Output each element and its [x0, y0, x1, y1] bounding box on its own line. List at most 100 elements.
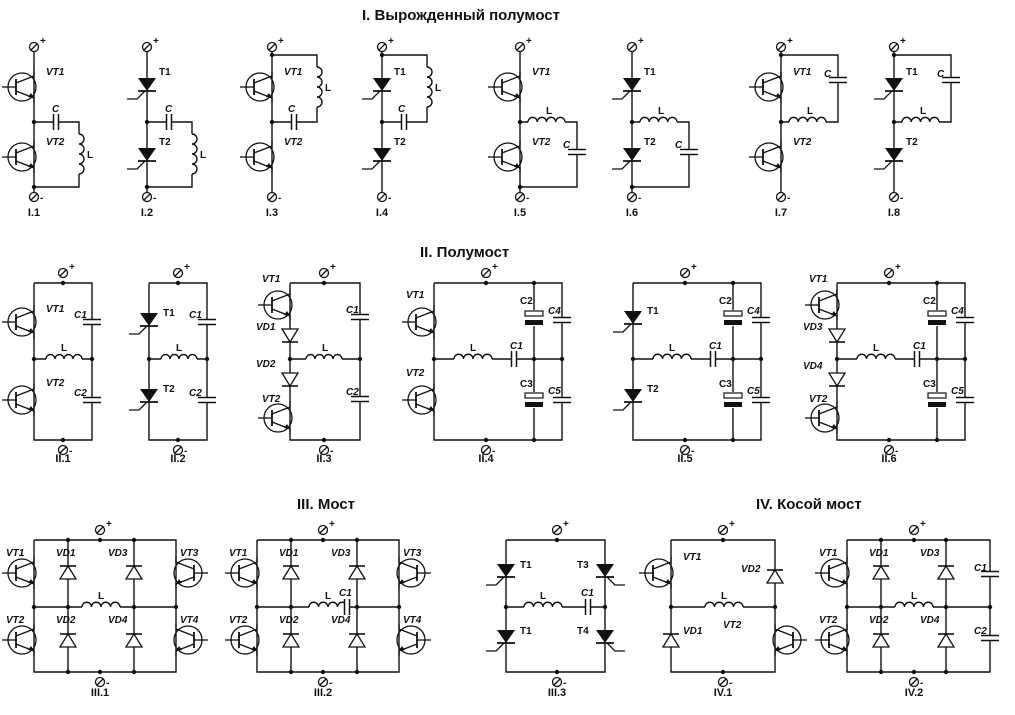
diode-label: VD3 — [331, 548, 351, 559]
thyristor-icon — [612, 148, 641, 170]
switch-label: VT1 — [6, 548, 25, 559]
negative-terminal-icon: - — [172, 444, 187, 457]
switch-label: VT4 — [180, 615, 199, 626]
junction-dot — [31, 184, 37, 190]
positive-terminal-icon: + — [376, 36, 394, 53]
switch-label: T2 — [644, 137, 656, 148]
negative-terminal-icon: - — [888, 191, 903, 204]
section-heading-degenerate-half-bridge: I. Вырожденный полумост — [362, 7, 560, 24]
minus-sign: - — [329, 678, 332, 689]
positive-terminal-icon: + — [266, 36, 284, 53]
capacitor-icon — [709, 350, 717, 368]
junction-dot — [891, 52, 897, 58]
positive-terminal-icon: + — [883, 262, 901, 279]
circuit-caption: IV.1 — [714, 687, 733, 699]
capacitor-label: C4 — [548, 306, 561, 317]
capacitor-label: C2 — [719, 296, 732, 307]
capacitor-icon — [942, 76, 960, 84]
positive-terminal-icon: + — [679, 262, 697, 279]
thyristor-icon — [613, 311, 642, 333]
junction-dot — [630, 356, 636, 362]
capacitor-icon — [165, 113, 173, 131]
positive-terminal-icon: + — [94, 519, 112, 536]
thyristor-icon — [874, 148, 903, 170]
diode-label: VD3 — [108, 548, 128, 559]
minus-sign: - — [330, 446, 333, 457]
minus-sign: - — [787, 193, 790, 204]
switch-label: VT1 — [46, 304, 65, 315]
inductor-label: L — [807, 106, 813, 117]
switch-label: VT1 — [262, 274, 281, 285]
circuit-caption: I.7 — [775, 207, 787, 219]
junction-dot — [65, 604, 71, 610]
junction-dot — [173, 604, 179, 610]
switch-label: VT2 — [229, 615, 248, 626]
diode-label: VD2 — [279, 615, 299, 626]
inductor-label: L — [325, 83, 331, 94]
junction-dot — [131, 537, 137, 543]
junction-dot — [204, 356, 210, 362]
capacitor-label: C2 — [189, 388, 202, 399]
junction-dot — [65, 669, 71, 675]
capacitor-icon — [553, 396, 571, 404]
junction-dot — [886, 437, 892, 443]
transistor-icon — [488, 71, 523, 103]
diode-label: VD1 — [256, 322, 276, 333]
wire — [148, 282, 208, 441]
diode-icon — [936, 632, 956, 648]
negative-terminal-icon: - — [551, 676, 566, 689]
positive-terminal-icon: + — [141, 36, 159, 53]
switch-label: VT1 — [793, 67, 812, 78]
switch-label: T1 — [394, 67, 406, 78]
junction-dot — [396, 604, 402, 610]
capacitor-icon — [913, 350, 921, 368]
switch-label: VT1 — [683, 552, 702, 563]
circuit-caption: I.1 — [28, 207, 40, 219]
capacitor-label: C5 — [548, 386, 561, 397]
capacitor-icon — [400, 113, 408, 131]
diode-label: VD1 — [683, 626, 703, 637]
junction-dot — [911, 537, 917, 543]
junction-dot — [730, 280, 736, 286]
electrolytic-capacitor-icon — [927, 310, 947, 326]
capacitor-icon — [956, 316, 974, 324]
junction-dot — [943, 604, 949, 610]
diode-icon — [936, 564, 956, 580]
inductor-label: L — [920, 106, 926, 117]
switch-label: VT1 — [46, 67, 65, 78]
negative-terminal-icon: - — [775, 191, 790, 204]
diode-label: VD2 — [256, 359, 276, 370]
circuit-caption: I.8 — [888, 207, 900, 219]
capacitor-label: C4 — [951, 306, 964, 317]
junction-dot — [354, 537, 360, 543]
minus-sign: - — [153, 193, 156, 204]
junction-dot — [379, 52, 385, 58]
junction-dot — [357, 356, 363, 362]
circuit-caption: II.4 — [478, 453, 494, 465]
diode-icon — [280, 328, 300, 344]
capacitor-icon — [343, 598, 351, 616]
switch-label: VT1 — [819, 548, 838, 559]
inductor-label: L — [98, 591, 104, 602]
inductor-icon — [704, 601, 744, 608]
junction-dot — [288, 537, 294, 543]
switch-label: VT2 — [819, 615, 838, 626]
capacitor-icon — [351, 313, 369, 321]
diode-icon — [58, 632, 78, 648]
thyristor-icon — [596, 630, 625, 652]
capacitor-icon — [568, 148, 586, 156]
inductor-icon — [523, 601, 563, 608]
inductor-icon — [788, 116, 827, 123]
capacitor-icon — [981, 570, 999, 578]
junction-dot — [682, 280, 688, 286]
junction-dot — [629, 184, 635, 190]
negative-terminal-icon: - — [514, 191, 529, 204]
thyristor-icon — [613, 389, 642, 411]
thyristor-icon — [612, 78, 641, 100]
electrolytic-capacitor-icon — [524, 310, 544, 326]
junction-dot — [144, 184, 150, 190]
capacitor-icon — [351, 395, 369, 403]
